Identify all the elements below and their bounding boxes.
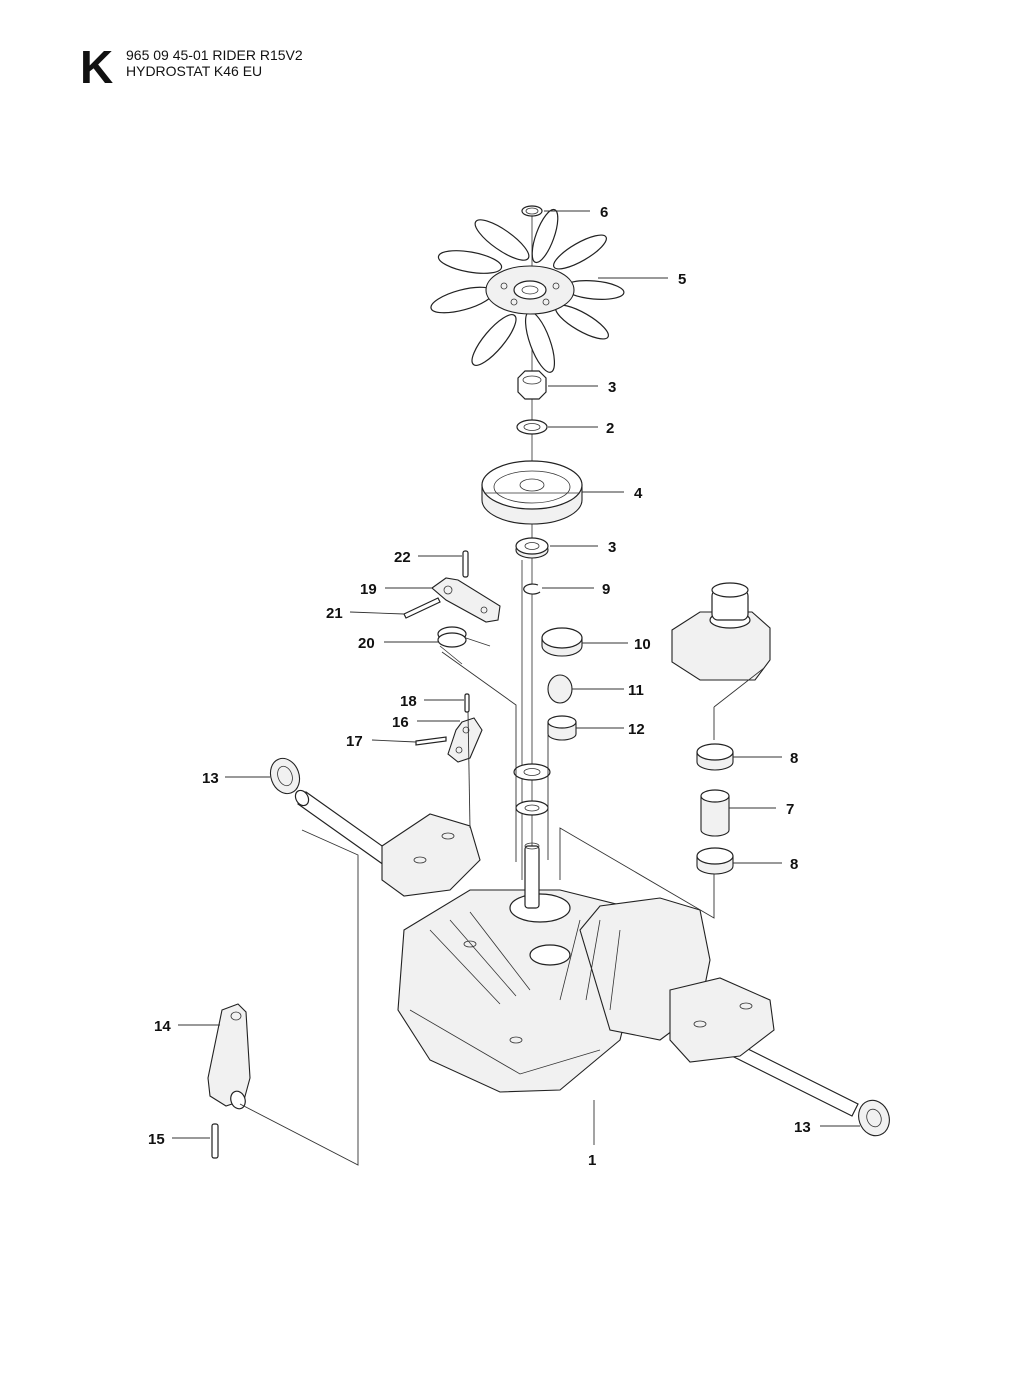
part-21-pin[interactable] <box>403 597 441 619</box>
callout-10: 10 <box>634 636 651 653</box>
part-3-bushing-lower[interactable] <box>515 537 549 559</box>
part-1-transmission-housing[interactable] <box>381 813 775 1093</box>
part-13-seal-right[interactable] <box>854 1096 895 1140</box>
callout-9: 9 <box>602 581 610 598</box>
callout-11: 11 <box>628 682 644 699</box>
part-5-fan[interactable] <box>429 207 625 376</box>
part-4-pulley[interactable] <box>481 460 583 525</box>
part-16-arm[interactable] <box>447 717 483 763</box>
callout-21: 21 <box>326 605 343 622</box>
callout-17: 17 <box>346 733 363 750</box>
part-10-cap[interactable] <box>541 627 583 657</box>
callout-3-upper: 3 <box>608 379 616 396</box>
part-18-pin[interactable] <box>464 693 470 713</box>
part-12-bushing[interactable] <box>547 715 577 741</box>
part-14-lever[interactable] <box>207 1003 251 1111</box>
shaft-bearing-upper <box>513 763 551 781</box>
callout-1: 1 <box>588 1152 596 1169</box>
callout-12: 12 <box>628 721 645 738</box>
callout-19: 19 <box>360 581 377 598</box>
part-7-tube[interactable] <box>700 789 730 837</box>
callout-labels: 6 5 3 2 4 3 9 10 11 12 8 7 8 1 13 13 14 … <box>148 204 811 1169</box>
callout-22: 22 <box>394 549 411 566</box>
callout-14: 14 <box>154 1018 171 1035</box>
part-11-disc[interactable] <box>547 674 573 704</box>
callout-8-lower: 8 <box>790 856 798 873</box>
callout-7: 7 <box>786 801 794 818</box>
part-19-arm[interactable] <box>431 577 501 623</box>
callout-6: 6 <box>600 204 608 221</box>
callout-16: 16 <box>392 714 409 731</box>
callout-4: 4 <box>634 485 643 502</box>
part-9-clip[interactable] <box>523 583 541 595</box>
oil-reservoir <box>671 582 771 681</box>
callout-8-upper: 8 <box>790 750 798 767</box>
part-3-nut-upper[interactable] <box>517 370 547 400</box>
callout-3-lower: 3 <box>608 539 616 556</box>
assembly-lines <box>239 651 765 1166</box>
callout-2: 2 <box>606 420 614 437</box>
part-8-seal-lower[interactable] <box>696 847 734 875</box>
model-title: 965 09 45-01 RIDER R15V2 <box>126 47 303 63</box>
part-20-spring[interactable] <box>437 626 491 665</box>
header: K 965 09 45-01 RIDER R15V2 HYDROSTAT K46… <box>0 0 1024 110</box>
part-6-ring[interactable] <box>521 205 543 217</box>
shaft-bearing-lower <box>515 800 549 816</box>
callout-leaders <box>172 210 860 1145</box>
callout-13-left: 13 <box>202 770 219 787</box>
part-17-pin[interactable] <box>415 736 447 746</box>
callout-5: 5 <box>678 271 686 288</box>
callout-15: 15 <box>148 1131 165 1148</box>
part-13-seal-left[interactable] <box>266 754 305 797</box>
part-2-washer[interactable] <box>516 419 548 435</box>
part-8-seal-upper[interactable] <box>696 743 734 771</box>
assembly-title: HYDROSTAT K46 EU <box>126 63 263 79</box>
callout-20: 20 <box>358 635 375 652</box>
part-22-pin[interactable] <box>462 550 469 578</box>
callout-18: 18 <box>400 693 417 710</box>
section-letter: K <box>80 41 114 93</box>
callout-13-right: 13 <box>794 1119 811 1136</box>
part-15-pin[interactable] <box>211 1123 219 1159</box>
